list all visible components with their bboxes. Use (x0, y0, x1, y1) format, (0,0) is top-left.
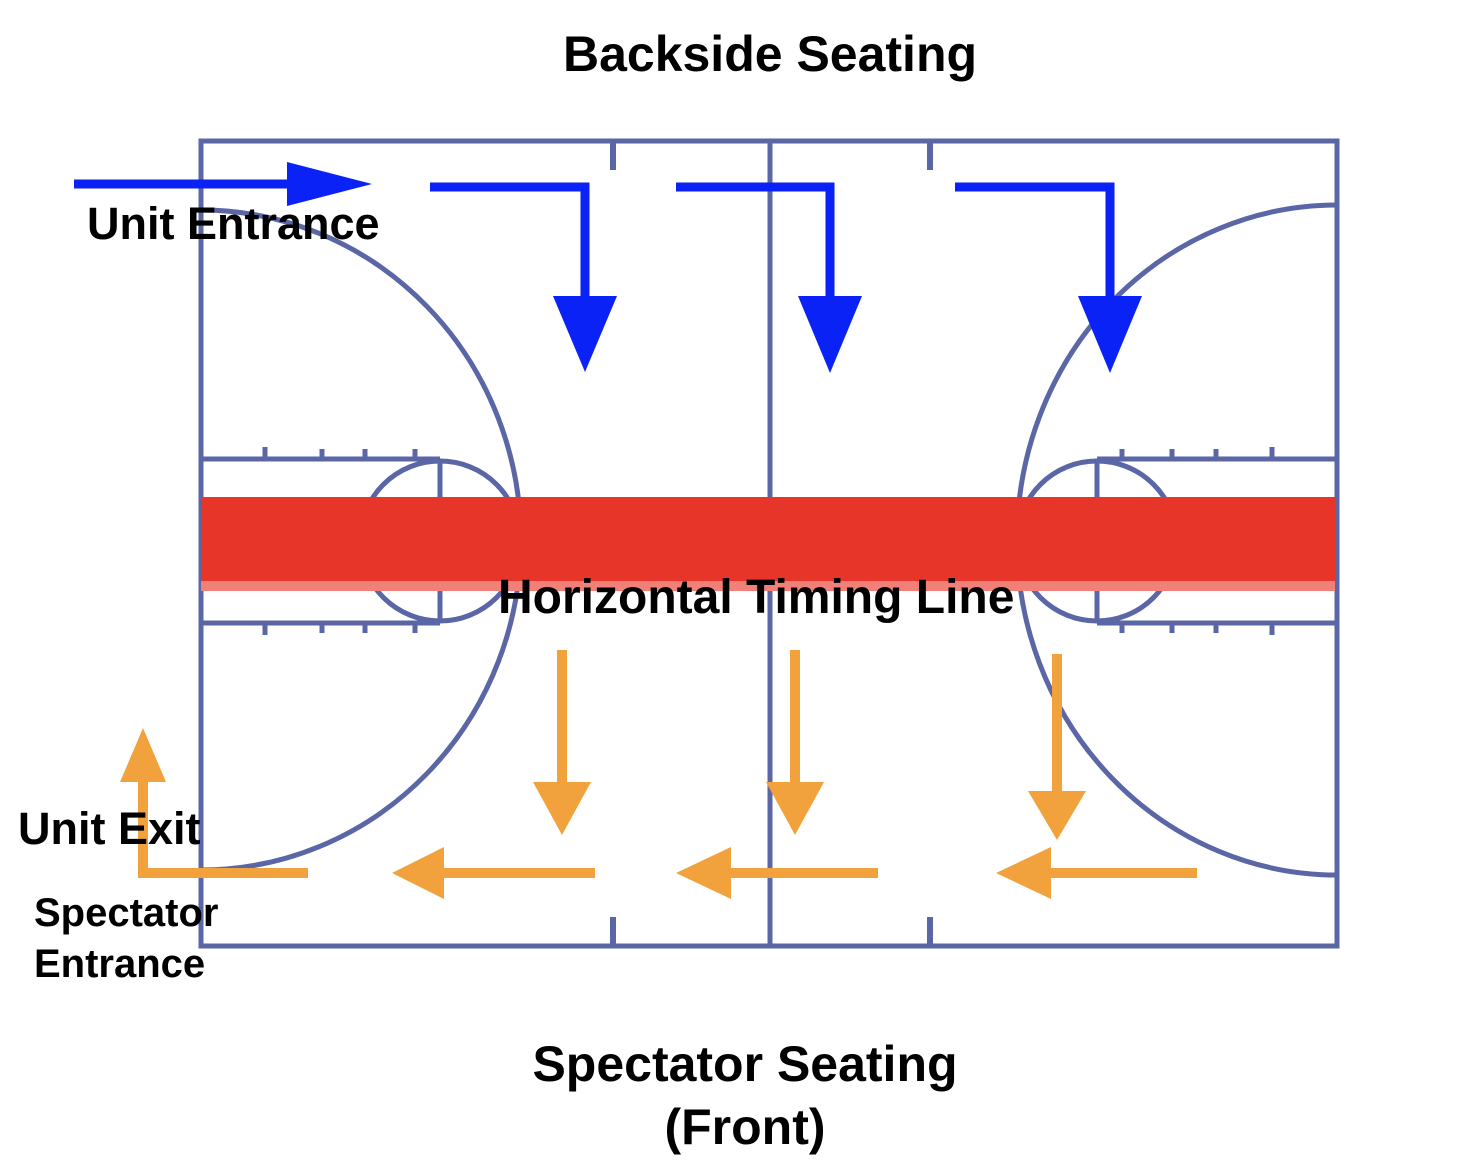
lane-ticks (262, 447, 1275, 635)
flow-arrow-blue-3 (955, 182, 1142, 373)
unit-entrance-label: Unit Entrance (87, 198, 380, 249)
timing-line-label: Horizontal Timing Line (498, 571, 1015, 624)
unit-exit-arrow (120, 728, 308, 878)
flow-arrow-blue-2 (676, 182, 862, 373)
flow-arrow-orange-left-1 (392, 847, 595, 899)
spectator-entrance-line1: Spectator (34, 891, 219, 935)
flow-arrow-orange-left-3 (996, 847, 1197, 899)
flow-arrow-orange-down-3 (1028, 654, 1086, 840)
flow-arrow-blue-1 (430, 182, 617, 372)
exit-arrows (120, 650, 1197, 899)
timing-line-bar (201, 497, 1335, 581)
flow-arrow-orange-down-2 (766, 650, 824, 835)
backside-seating-label: Backside Seating (562, 26, 978, 82)
court-lines (198, 138, 1340, 949)
spectator-seating-line1: Spectator Seating (532, 1036, 958, 1092)
flow-arrow-orange-left-2 (676, 847, 878, 899)
spectator-entrance-label: Spectator Entrance (34, 888, 219, 990)
timing-line-shadow (201, 581, 1335, 591)
spectator-entrance-line2: Entrance (34, 942, 206, 987)
unit-exit-label: Unit Exit (18, 803, 201, 854)
spectator-seating-line2: (Front) (664, 1098, 826, 1155)
unit-entrance-arrow (74, 162, 372, 206)
flow-arrow-orange-down-1 (533, 650, 591, 835)
entrance-arrows (74, 162, 1142, 373)
hash-marks (610, 141, 933, 946)
spectator-seating-label: Spectator Seating (Front) (0, 1033, 1470, 1158)
